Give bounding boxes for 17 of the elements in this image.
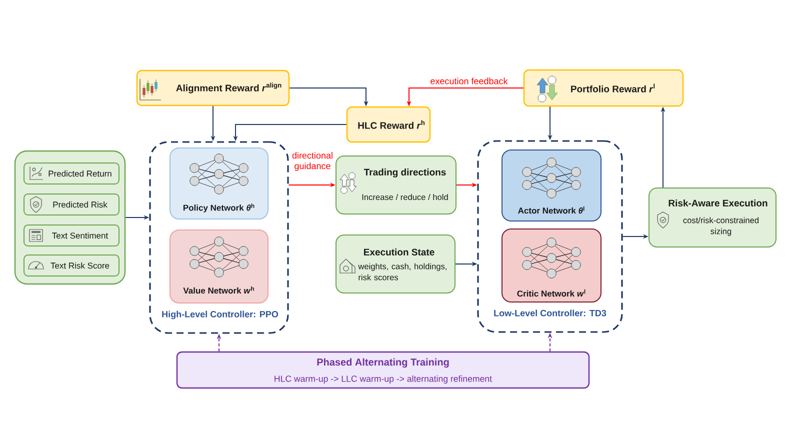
reward-box: HLC Reward r$^{h}$ (346, 106, 431, 143)
network-box: Critic Network w$^{l}$ (502, 228, 602, 302)
network-box: Value Network w$^{h}$ (170, 230, 268, 304)
training-box: Phased Alternating Training HLC warm-up -> LLC warm-up -> alternating refinement (176, 351, 590, 389)
network-box: Policy Network θ$^{h}$ (170, 148, 268, 220)
edge-label: execution feedback (429, 76, 509, 86)
process-box: Execution State weights, cash, holdings, risk scores (336, 234, 456, 294)
process-box: Risk-Aware Execution cost/risk-constrained sizing (648, 188, 776, 248)
feature-box: Text Sentiment (24, 224, 120, 246)
edge-label: directional guidance (290, 151, 336, 172)
network-box: Actor Network θ$^{l}$ (502, 150, 602, 222)
feature-box: Predicted Return (24, 162, 120, 184)
process-box: Trading directions Increase / reduce / hold (336, 156, 456, 214)
feature-box: Predicted Risk (24, 194, 120, 216)
reward-box: Alignment Reward r$^{align}$ (136, 70, 290, 106)
feature-box: Text Risk Score (24, 254, 120, 276)
reward-box: Portfolio Reward r$^{l}$ (523, 69, 684, 107)
